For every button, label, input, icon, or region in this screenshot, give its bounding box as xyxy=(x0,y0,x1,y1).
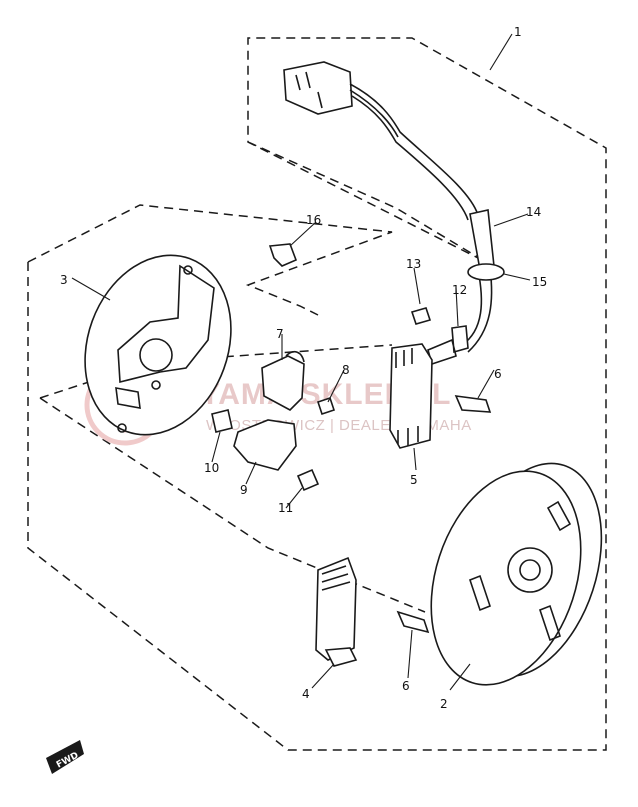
part-label-11: 11 xyxy=(278,501,293,515)
part-label-8: 8 xyxy=(342,363,350,377)
part-label-9: 9 xyxy=(240,483,248,497)
bolt-6-upper xyxy=(454,395,492,413)
forward-direction-icon: FWD xyxy=(46,740,84,774)
connector-harness xyxy=(283,61,495,353)
wire-clamp xyxy=(427,325,469,366)
bolt-6-lower xyxy=(396,610,430,634)
charge-coil xyxy=(233,419,297,471)
part-label-7: 7 xyxy=(276,327,284,341)
part-label-5: 5 xyxy=(410,473,418,487)
stator-plate xyxy=(84,254,232,436)
harness-boundary xyxy=(247,141,487,263)
clip-10 xyxy=(211,409,233,433)
pickup-coil xyxy=(261,355,305,411)
grommet xyxy=(467,263,505,281)
part-label-6b: 6 xyxy=(402,679,410,693)
part-label-2: 2 xyxy=(440,697,448,711)
cdi-unit-5 xyxy=(389,343,433,449)
screw-13 xyxy=(410,307,432,325)
part-label-14: 14 xyxy=(526,205,541,219)
leader-lines xyxy=(71,33,531,691)
screw-16 xyxy=(268,243,298,267)
part-label-12: 12 xyxy=(452,283,467,297)
screw-11 xyxy=(296,468,320,492)
part-label-10: 10 xyxy=(204,461,219,475)
assembly-boundary xyxy=(27,37,607,751)
part-label-6a: 6 xyxy=(494,367,502,381)
screw-8 xyxy=(316,396,336,416)
part-label-3: 3 xyxy=(60,273,68,287)
lighting-coil-4 xyxy=(315,556,358,667)
pickup-wire xyxy=(285,350,305,363)
part-label-13: 13 xyxy=(406,257,421,271)
part-label-1: 1 xyxy=(514,25,522,39)
part-label-4: 4 xyxy=(302,687,310,701)
part-label-16: 16 xyxy=(306,213,321,227)
flywheel-rotor-2 xyxy=(430,462,603,686)
part-label-15: 15 xyxy=(532,275,547,289)
